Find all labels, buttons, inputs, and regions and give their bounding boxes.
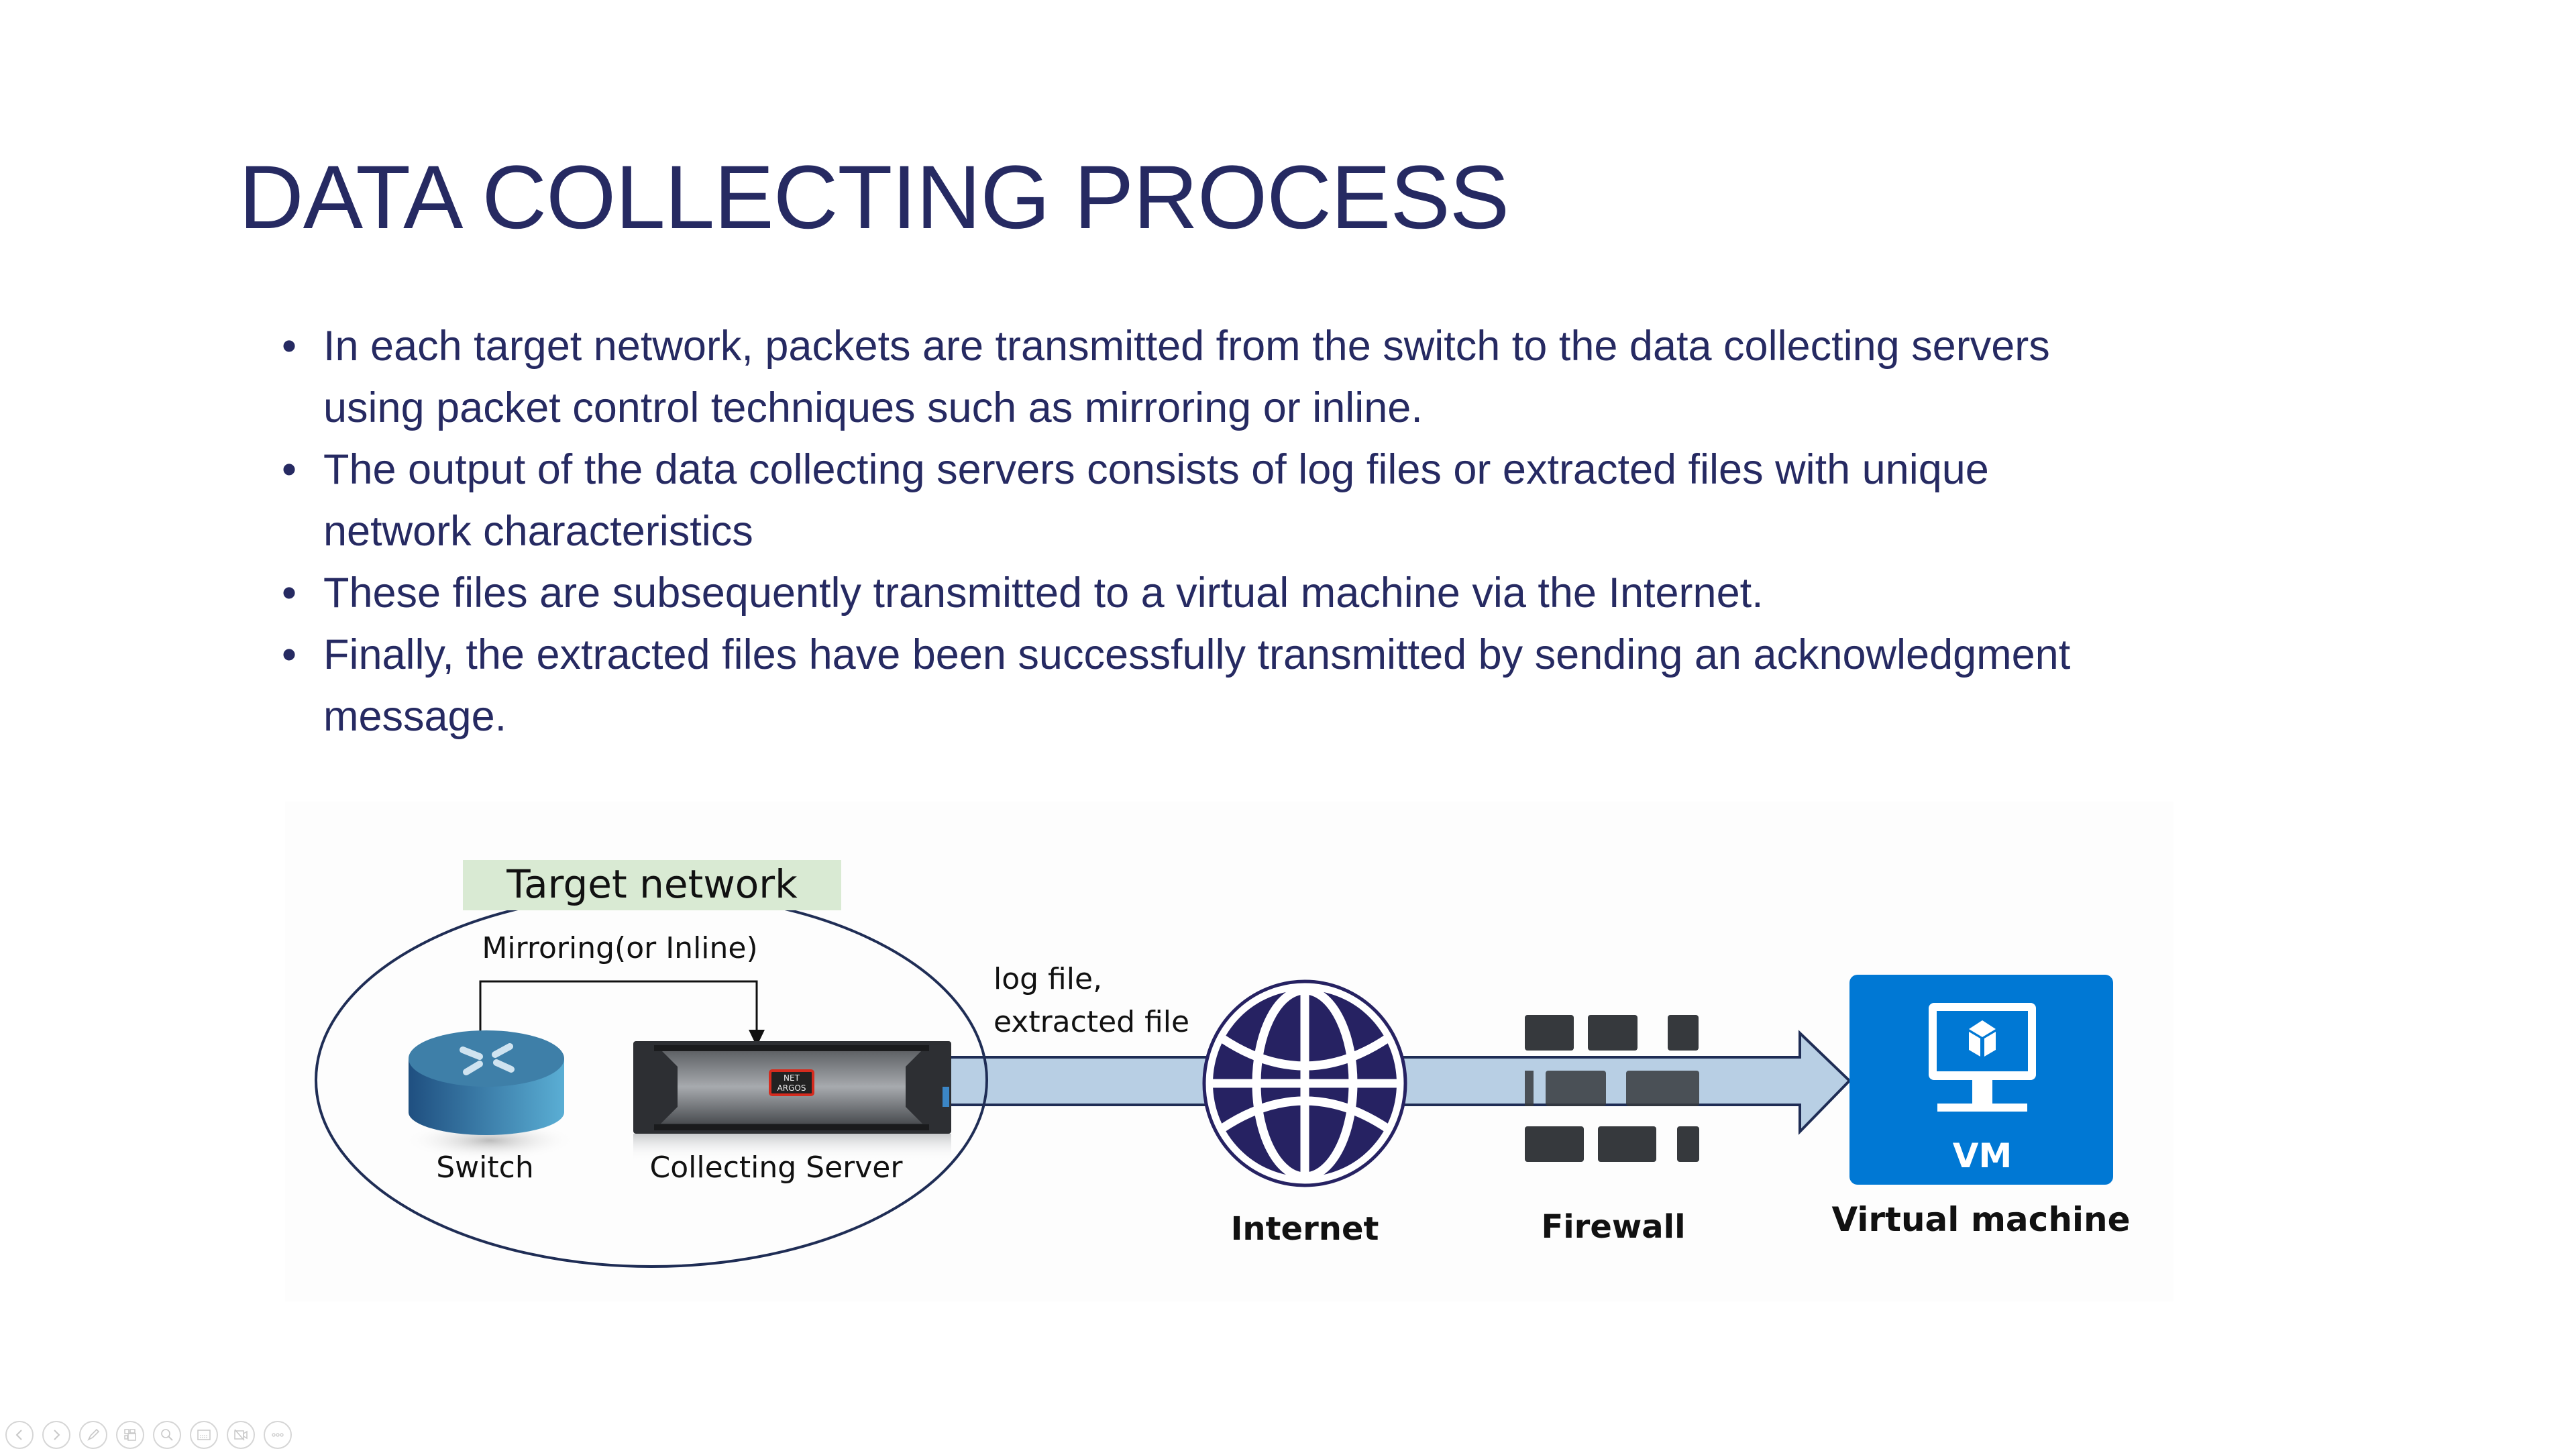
data-flow-diagram: Target network Mirroring(or Inline) Swit… [285,802,2174,1301]
slides-grid-icon [124,1429,136,1441]
target-network-label: Target network [506,861,798,907]
firewall-icon [1525,1015,1699,1162]
bullet-dot: • [282,570,297,616]
switch-label: Switch [436,1150,533,1185]
magnifier-icon [161,1429,173,1441]
collecting-server-label: Collecting Server [650,1150,904,1185]
bullet-line: In each target network, packets are tran… [323,323,2050,370]
next-slide-button[interactable] [42,1421,70,1449]
flow-label-line: extracted file [994,1005,1189,1039]
internet-label: Internet [1231,1210,1379,1248]
server-brand-text: ARGOS [777,1083,806,1093]
flow-label-line: log file, [994,962,1102,996]
mirroring-arrowhead [749,1030,765,1046]
more-options-button[interactable] [264,1421,292,1449]
camera-button[interactable] [227,1421,255,1449]
bullet-line: These files are subsequently transmitted… [323,570,1764,616]
pen-icon [87,1428,100,1441]
bullet-line: The output of the data collecting server… [323,446,1989,493]
see-all-slides-button[interactable] [116,1421,144,1449]
bullet-item: • Finally, the extracted files have been… [282,624,2160,747]
previous-slide-button[interactable] [5,1421,34,1449]
more-icon [272,1433,284,1437]
camera-off-icon [234,1429,248,1441]
slide-title: DATA COLLECTING PROCESS [239,148,1509,248]
switch-icon [402,1030,577,1161]
mirroring-label: Mirroring(or Inline) [482,931,757,965]
virtual-machine-label: Virtual machine [1831,1200,2130,1239]
bullet-dot: • [282,446,297,493]
bullet-line: message. [323,693,507,740]
bullet-line: Finally, the extracted files have been s… [323,631,2071,678]
bullet-item: • These files are subsequently transmitt… [282,562,2160,624]
zoom-button[interactable] [153,1421,181,1449]
internet-globe-icon [1202,979,1407,1187]
bullet-item: • In each target network, packets are tr… [282,315,2160,439]
target-network-label-box [463,860,841,910]
bullet-dot: • [282,323,297,370]
subtitles-icon [197,1430,211,1440]
subtitles-button[interactable] [190,1421,218,1449]
chevron-left-icon [15,1430,22,1440]
bullet-line: network characteristics [323,508,753,555]
bullet-dot: • [282,631,297,678]
mirroring-connector [479,980,758,1053]
bullet-item: • The output of the data collecting serv… [282,439,2160,562]
vm-badge: VM [1953,1136,2012,1175]
firewall-label: Firewall [1541,1208,1685,1246]
presentation-toolbar [5,1421,292,1449]
bullet-list: • In each target network, packets are tr… [282,315,2160,747]
pen-button[interactable] [79,1421,107,1449]
vm-icon: VM [1849,975,2113,1185]
collecting-server-icon: NET ARGOS [633,1041,951,1161]
bullet-line: using packet control techniques such as … [323,384,1423,431]
chevron-right-icon [54,1430,60,1440]
server-brand-text: NET [784,1073,800,1083]
